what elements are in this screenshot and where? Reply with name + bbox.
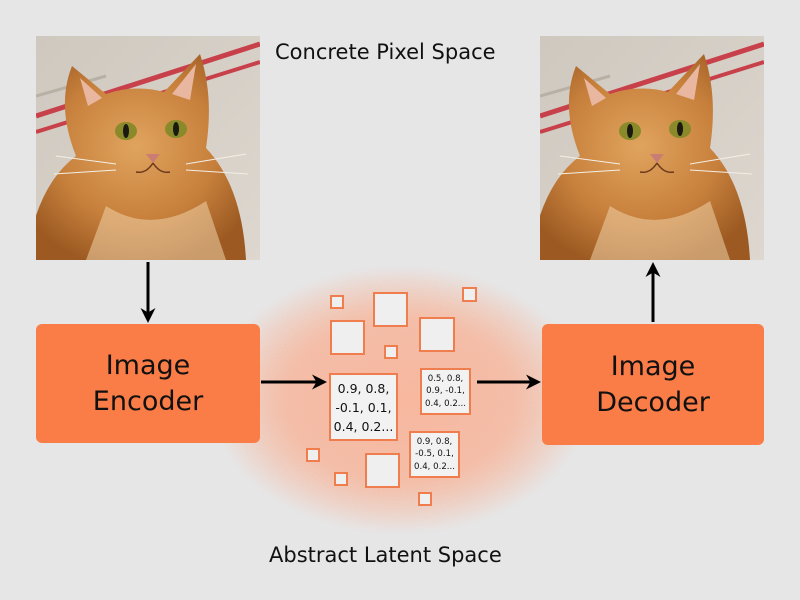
encoder-label-line1: Image — [105, 349, 191, 381]
latent-square — [418, 492, 432, 506]
input-cat-image — [36, 36, 260, 260]
reconstructed-cat-image — [540, 36, 764, 260]
latent-square — [462, 287, 477, 302]
vector-line: 0.4, 0.2... — [425, 398, 466, 409]
latent-vector-main: 0.9, 0.8, -0.1, 0.1, 0.4, 0.2... — [329, 373, 398, 441]
pixel-space-label: Concrete Pixel Space — [275, 40, 496, 64]
latent-vector-secondary: 0.5, 0.8, 0.9, -0.1, 0.4, 0.2... — [420, 368, 471, 415]
latent-square — [306, 448, 320, 462]
latent-square — [334, 472, 348, 486]
decoder-label-line1: Image — [610, 350, 696, 382]
latent-square — [373, 292, 408, 327]
latent-space-label: Abstract Latent Space — [269, 543, 502, 567]
latent-squares — [306, 287, 477, 506]
latent-square — [384, 345, 398, 359]
latent-vector-tertiary: 0.9, 0.8, -0.5, 0.1, 0.4, 0.2... — [409, 431, 460, 478]
latent-space-cloud — [210, 265, 590, 535]
vector-line: 0.9, 0.8, — [337, 380, 390, 396]
latent-square — [419, 317, 455, 352]
vector-line: 0.5, 0.8, — [427, 373, 464, 384]
flow-arrows — [140, 262, 661, 390]
latent-square — [330, 295, 344, 309]
vector-line: 0.9, 0.8, — [416, 436, 453, 447]
vector-line: 0.9, -0.1, — [426, 386, 465, 397]
vector-line: 0.4, 0.2... — [414, 461, 455, 472]
image-encoder-box: Image Encoder — [36, 324, 260, 443]
vector-line: 0.4, 0.2... — [333, 418, 394, 434]
decoder-label-line2: Decoder — [596, 386, 710, 418]
encoder-label-line2: Encoder — [92, 385, 204, 417]
vector-line: -0.1, 0.1, — [335, 399, 392, 415]
latent-square — [365, 453, 400, 488]
image-decoder-box: Image Decoder — [542, 324, 764, 445]
vector-line: -0.5, 0.1, — [415, 449, 454, 460]
latent-square — [330, 320, 365, 355]
